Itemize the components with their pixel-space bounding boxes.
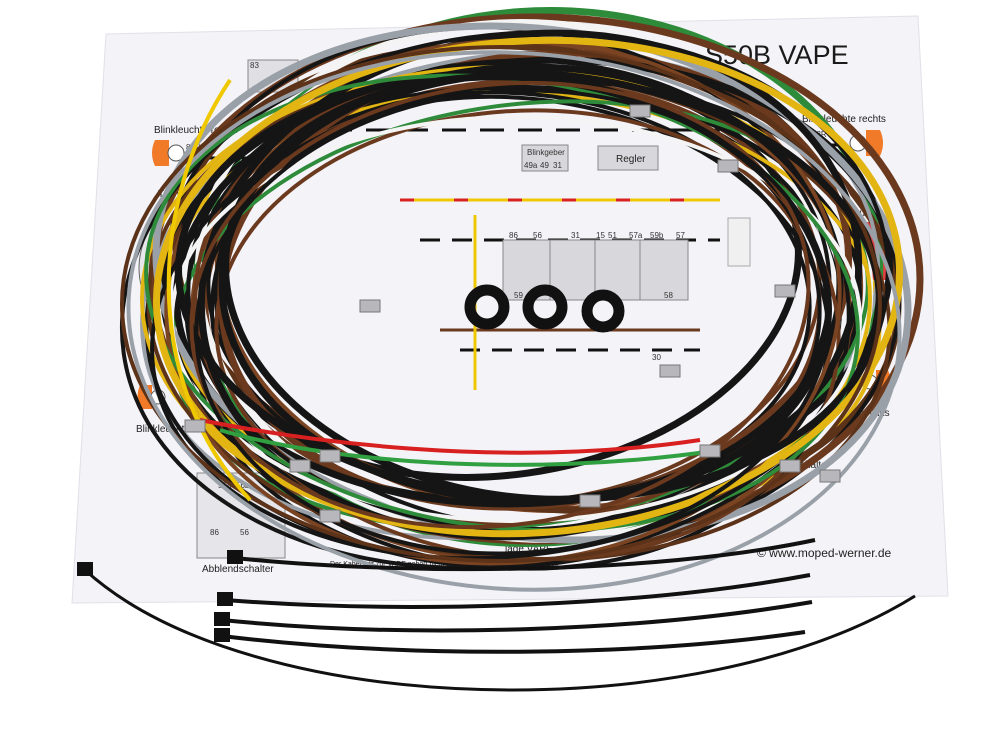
svg-text:51: 51 — [608, 231, 617, 240]
svg-text:86: 86 — [509, 231, 518, 240]
cable-tie-head — [214, 612, 230, 626]
svg-text:59b: 59b — [650, 231, 664, 240]
label-abblendschalter: Abblendschalter — [202, 564, 274, 575]
label-blinkleuchte-rechts: Blinkleuchte rechts — [154, 125, 238, 136]
svg-text:57: 57 — [676, 231, 685, 240]
spade-terminals — [184, 104, 841, 523]
svg-text:49: 49 — [540, 161, 549, 170]
cable-tie — [83, 568, 916, 692]
cable-tie-head — [77, 562, 93, 576]
svg-text:56: 56 — [240, 528, 249, 537]
rubber-grommets — [464, 284, 625, 333]
spade-terminal — [779, 459, 801, 473]
label-83: 83 — [250, 61, 259, 70]
svg-text:31: 31 — [571, 231, 580, 240]
spade-terminal — [359, 299, 381, 313]
spade-terminal — [319, 449, 341, 463]
cable-tie-head — [217, 592, 233, 606]
connector-plug — [727, 217, 751, 267]
label-blinkgeber: Blinkgeber — [527, 148, 565, 157]
wire — [194, 88, 832, 556]
spade-terminal — [184, 419, 206, 433]
label-blinkleuchte: Blinkleucht — [136, 424, 185, 435]
wire — [219, 428, 721, 467]
wire — [189, 80, 811, 530]
svg-text:49a: 49a — [524, 161, 538, 170]
label-anlage: lage VAPE — [505, 544, 553, 555]
svg-text:30: 30 — [652, 353, 661, 362]
wire — [120, 45, 882, 563]
wire — [199, 418, 701, 455]
regler-box — [597, 145, 659, 171]
svg-text:56b: 56b — [236, 481, 250, 490]
spade-terminal — [774, 284, 796, 298]
copyright-link[interactable]: © www.moped-werner.de — [757, 546, 892, 560]
spade-terminal — [579, 494, 601, 508]
svg-text:57a: 57a — [629, 231, 643, 240]
indicator-lamp-icon — [152, 140, 185, 166]
spade-terminal — [819, 469, 841, 483]
spade-terminal — [659, 364, 681, 378]
svg-text:31: 31 — [553, 161, 562, 170]
cable-ties — [77, 538, 916, 692]
wiring-harness — [119, 7, 924, 592]
svg-text:86: 86 — [210, 528, 219, 537]
svg-text:59: 59 — [514, 291, 523, 300]
blinkgeber-box — [521, 144, 569, 172]
svg-text:56: 56 — [533, 231, 542, 240]
wire — [126, 50, 902, 592]
svg-text:15: 15 — [596, 231, 605, 240]
spade-terminal — [629, 104, 651, 118]
spade-terminal — [289, 459, 311, 473]
cable-tie — [234, 538, 816, 572]
cable-tie-head — [227, 550, 243, 564]
cable-tie — [224, 573, 811, 609]
cable-tie-head — [214, 628, 230, 642]
cable-tie — [221, 630, 806, 654]
spade-terminal — [699, 444, 721, 458]
svg-text:58: 58 — [664, 291, 673, 300]
label-schalter: chalte — [800, 460, 827, 471]
spade-terminal — [717, 159, 739, 173]
wire — [153, 36, 903, 538]
cable-tie — [221, 600, 813, 633]
spade-terminal — [319, 509, 341, 523]
label-regler: Regler — [616, 154, 646, 165]
wire — [166, 78, 252, 502]
